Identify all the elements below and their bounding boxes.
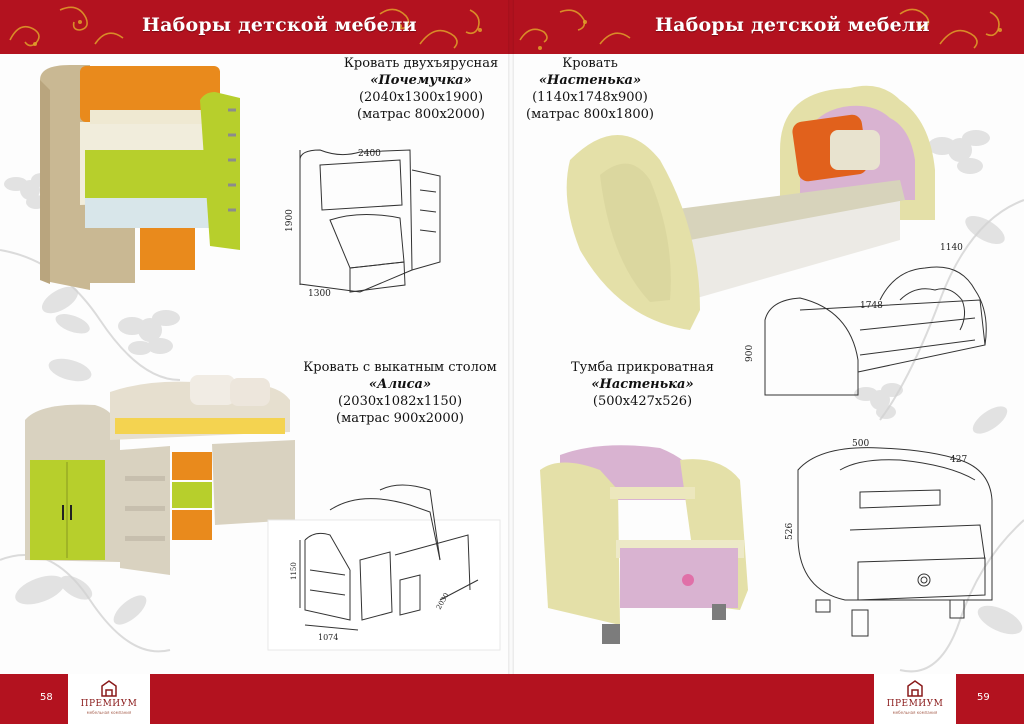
dim-bunk-height: 1900 [285, 209, 295, 232]
product-mattress: (матрас 800х1800) [526, 107, 654, 122]
page-number-left: 58 [40, 692, 53, 703]
dim-nightstand-width: 500 [852, 439, 869, 449]
dim-alisa-height: 1150 [290, 562, 298, 580]
product-mattress: (матрас 800х2000) [357, 107, 485, 122]
product-name: «Алиса» [368, 377, 432, 392]
product-dimensions: (2040х1300х1900) [358, 90, 484, 105]
alisa-bed-drawing [267, 484, 501, 651]
crest-icon [907, 680, 923, 697]
dim-nightstand-depth: 427 [950, 455, 967, 465]
product-dimensions: (2030х1082х1150) [337, 394, 463, 409]
product-title: Тумба прикроватная [571, 360, 714, 375]
product-name: «Настенька» [591, 377, 694, 392]
product-caption-pochemuchka: Кровать двухъярусная «Почемучка» (2040х1… [336, 55, 506, 123]
logo-plate-left [68, 674, 150, 724]
page-number-right: 59 [977, 692, 990, 703]
product-title: Кровать с выкатным столом [303, 360, 497, 375]
product-name: «Настенька» [538, 73, 642, 88]
product-caption-nastenka-bed: Кровать «Настенька» (1140х1748х900) (мат… [520, 55, 660, 123]
dim-alisa-width: 1074 [318, 633, 338, 642]
dim-bed-length: 1748 [860, 301, 883, 311]
page-gutter [508, 0, 514, 724]
dim-bed-width: 1140 [940, 243, 963, 253]
dim-bunk-width: 2400 [358, 149, 381, 159]
bunk-bed-drawing [299, 149, 441, 293]
dim-nightstand-height: 526 [785, 523, 795, 540]
product-name: «Почемучка» [370, 73, 472, 88]
product-mattress: (матрас 900х2000) [336, 411, 464, 426]
logo-plate-right [874, 674, 956, 724]
dim-bunk-depth: 1300 [308, 289, 331, 299]
top-banner [0, 0, 1024, 54]
page-title-right: Наборы детской мебели [655, 14, 930, 36]
product-dimensions: (1140х1748х900) [532, 90, 648, 105]
logo-tagline: мебельная компания [86, 710, 132, 715]
product-caption-alisa: Кровать с выкатным столом «Алиса» (2030х… [300, 359, 500, 427]
brand-logo-left: ПРЕМИУМ мебельная компания [68, 680, 150, 715]
crest-icon [101, 680, 117, 697]
nastenka-bed-drawing [764, 266, 987, 396]
logo-tagline: мебельная компания [892, 710, 938, 715]
product-title: Кровать [562, 56, 618, 71]
page-title-left: Наборы детской мебели [142, 14, 417, 36]
bottom-banner [0, 674, 1024, 724]
logo-brand-text: ПРЕМИУМ [80, 699, 138, 709]
dim-bed-height: 900 [745, 345, 755, 362]
logo-brand-text: ПРЕМИУМ [886, 699, 944, 709]
alisa-bed-photo [25, 375, 295, 575]
nightstand-drawing [797, 447, 993, 637]
nastenka-bed-photo [566, 85, 935, 330]
brand-logo-right: ПРЕМИУМ мебельная компания [874, 680, 956, 715]
product-caption-nastenka-nightstand: Тумба прикроватная «Настенька» (500х427х… [565, 359, 720, 410]
banner-ornament [9, 6, 1002, 50]
product-title: Кровать двухъярусная [343, 56, 499, 71]
product-dimensions: (500х427х526) [592, 394, 693, 409]
nightstand-photo [540, 445, 748, 644]
bunk-bed-photo [40, 65, 240, 290]
